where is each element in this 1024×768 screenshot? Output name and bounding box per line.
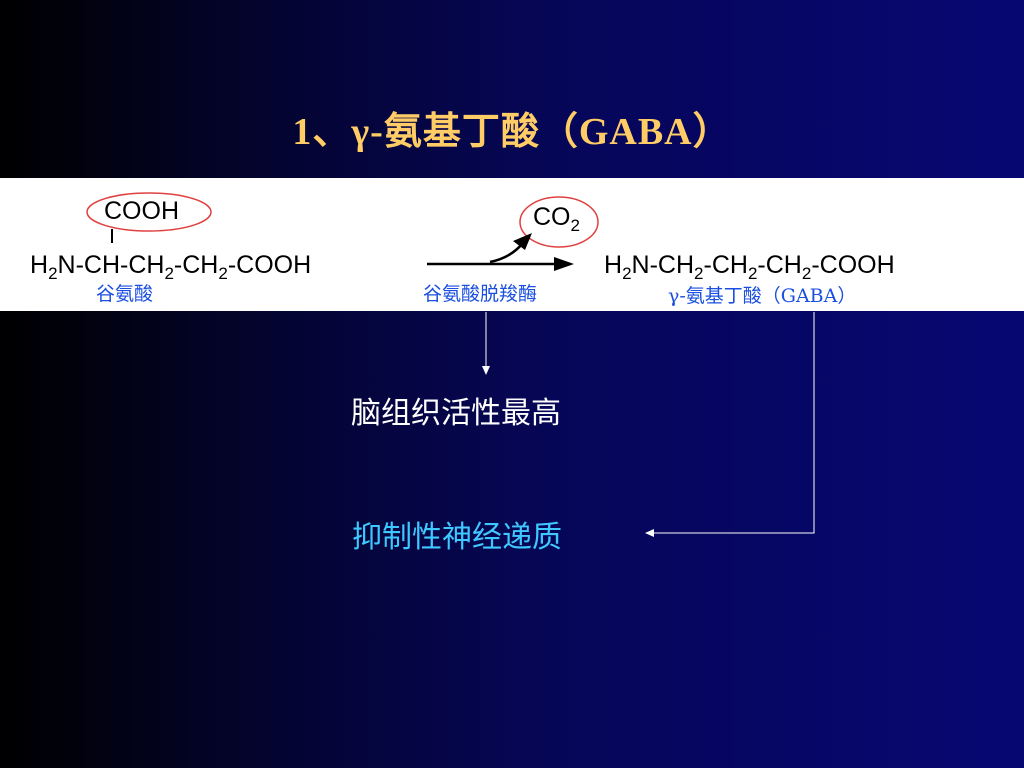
substrate-label: 谷氨酸 [96,283,154,305]
co2-highlight-circle [519,196,599,248]
reaction-arrow-head [554,257,574,271]
product-label: γ-氨基丁酸（GABA） [668,285,857,307]
carboxyl-highlight-circle [86,192,212,232]
substrate-side-group: COOH [104,197,179,225]
enzyme-down-arrow-head [482,366,490,375]
enzyme-label: 谷氨酸脱羧酶 [423,283,538,305]
co2-release-arrow [489,243,523,264]
product-connector-arrow-head [645,529,654,537]
co2-release-arrow-head [513,233,532,250]
substrate-formula: H2N-CH-CH2-CH2-COOH [30,251,312,283]
reaction-panel [0,178,1024,311]
slide-title: 1、γ-氨基丁酸（GABA） [292,111,732,153]
function-note: 抑制性神经递质 [352,520,562,555]
product-connector-line [654,312,815,534]
co2-formula: CO2 [533,203,580,235]
activity-note: 脑组织活性最高 [351,396,561,431]
product-formula: H2N-CH2-CH2-CH2-COOH [604,251,895,283]
